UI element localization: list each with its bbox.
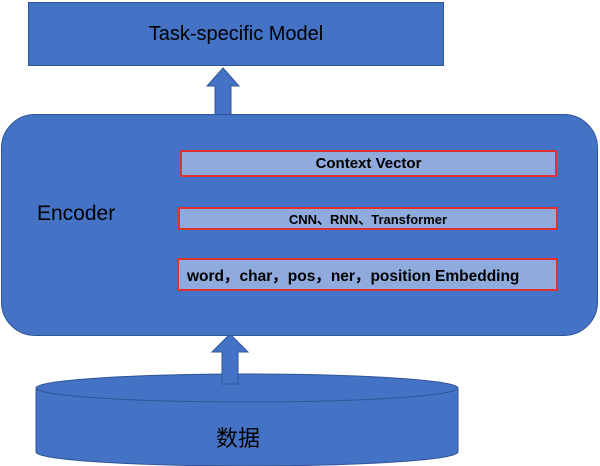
model-title: Task-specific Model (148, 22, 324, 45)
encoder-label: Encoder (37, 202, 116, 225)
network-layer: CNN、RNN、Transformer (178, 207, 558, 230)
context-vector-layer: Context Vector (180, 150, 557, 177)
context-vector-label: Context Vector (315, 155, 422, 172)
database-cylinder-top (35, 373, 459, 403)
network-label: CNN、RNN、Transformer (288, 212, 448, 227)
arrow-up-data-to-encoder (210, 333, 250, 385)
task-specific-model-block: Task-specific Model (28, 2, 444, 66)
data-store-label: 数据 (216, 426, 261, 451)
embedding-label: word，char，pos，ner，position Embedding (187, 267, 520, 285)
embedding-layer: word，char，pos，ner，position Embedding (177, 258, 558, 291)
